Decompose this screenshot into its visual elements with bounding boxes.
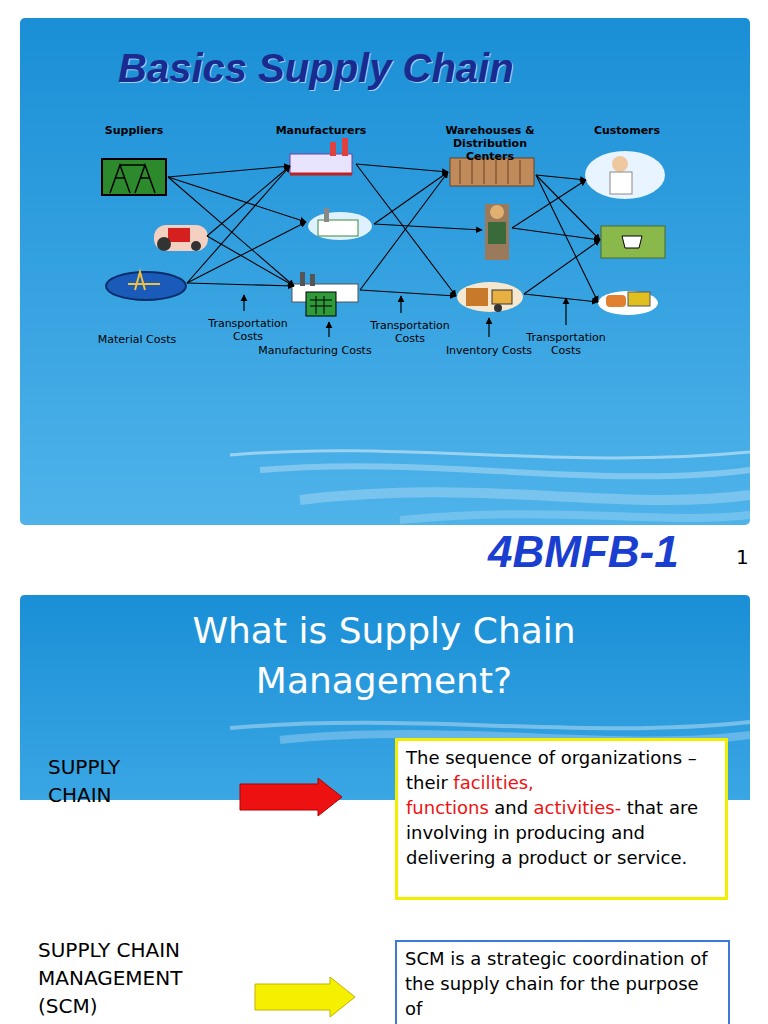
flow-arrow xyxy=(524,294,598,302)
cost-label: Manufacturing Costs xyxy=(255,344,375,357)
flow-arrow xyxy=(168,177,306,222)
flow-arrow xyxy=(187,283,294,286)
column-header: Customers xyxy=(582,124,672,137)
cost-label: Inventory Costs xyxy=(439,344,539,357)
cost-label: Transportation Costs xyxy=(524,331,608,357)
column-header: Warehouses & Distribution Centers xyxy=(428,124,553,163)
flow-arrow xyxy=(356,164,448,172)
definition-text: SCM is a strategic coordination of the s… xyxy=(405,948,708,1019)
flow-arrow xyxy=(360,290,456,296)
flow-arrow xyxy=(168,177,294,286)
flow-arrow xyxy=(207,166,290,236)
flow-arrow xyxy=(512,180,586,228)
term-label: SUPPLY CHAIN MANAGEMENT (SCM) xyxy=(38,936,238,1020)
flow-arrows xyxy=(168,164,600,302)
definition-box: SCM is a strategic coordination of the s… xyxy=(395,940,730,1024)
cost-label: Material Costs xyxy=(87,333,187,346)
flow-arrow xyxy=(512,228,600,240)
flow-arrow xyxy=(536,175,586,180)
flow-arrow xyxy=(360,172,448,290)
flow-arrow xyxy=(187,166,290,283)
flow-arrow xyxy=(207,236,294,286)
yellow-arrow xyxy=(255,977,355,1017)
slide-background xyxy=(20,18,750,525)
column-header: Suppliers xyxy=(89,124,179,137)
slide-title: Basics Supply Chain xyxy=(118,46,514,91)
flow-arrow xyxy=(356,164,456,296)
slide-waves xyxy=(230,451,750,520)
column-header: Manufacturers xyxy=(266,124,376,137)
cost-label: Transportation Costs xyxy=(206,317,290,343)
slide-title: What is Supply Chain Management? xyxy=(144,606,624,706)
customer-icons xyxy=(585,151,665,315)
definition-text: activities- xyxy=(534,797,622,818)
warehouse-icons xyxy=(450,158,534,312)
flow-arrow xyxy=(374,172,448,224)
flow-arrow xyxy=(524,240,600,294)
red-arrow xyxy=(240,778,342,816)
page-number: 1 xyxy=(736,545,756,569)
flow-arrow xyxy=(374,224,482,230)
flow-arrow xyxy=(536,175,600,240)
definition-text: The sequence of organizations – their xyxy=(406,747,697,793)
flow-arrow xyxy=(168,166,290,177)
slide-code: 4BMFB-1 xyxy=(488,526,728,578)
supplier-icons xyxy=(102,159,208,300)
definition-box: The sequence of organizations – theirfac… xyxy=(395,738,728,900)
definition-text: and xyxy=(494,797,528,818)
term-label: SUPPLY CHAIN xyxy=(48,753,158,809)
cost-label: Transportation Costs xyxy=(368,319,452,345)
flow-arrow xyxy=(187,222,306,283)
